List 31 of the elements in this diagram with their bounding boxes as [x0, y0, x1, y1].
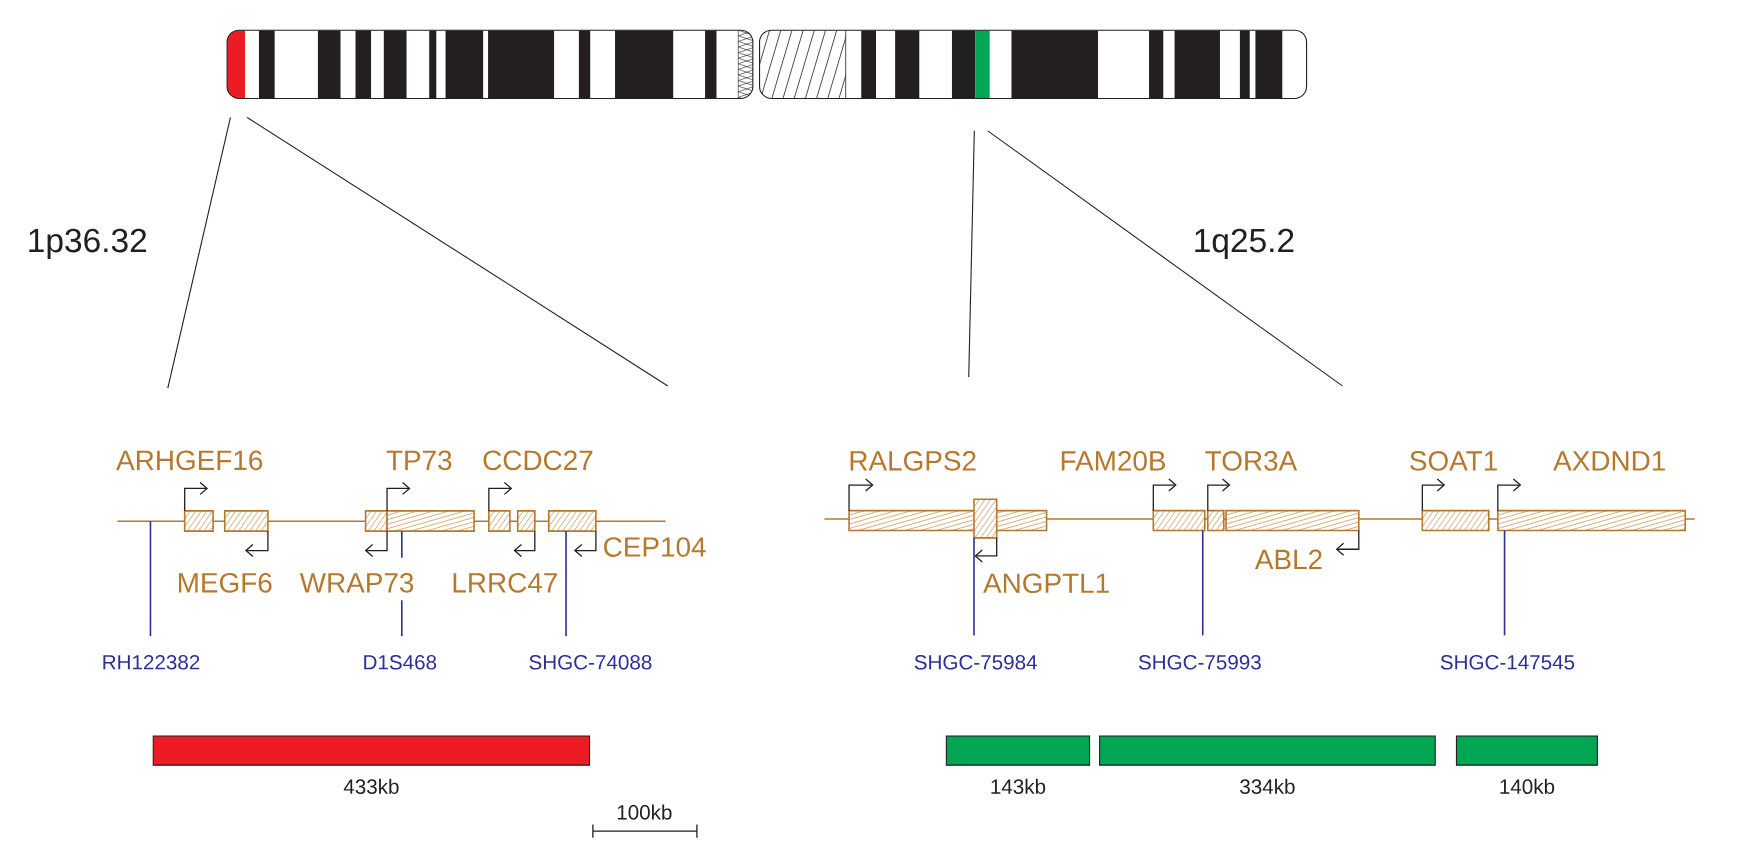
size-label: 140kb	[1500, 778, 1555, 794]
scale-label: 100kb	[617, 804, 672, 820]
gene-label: MEGF6	[178, 572, 272, 593]
gene-label: ARHGEF16	[116, 450, 263, 470]
size-label: 433kb	[343, 778, 399, 794]
gene-label: ANGPTL1	[983, 573, 1109, 593]
marker-label: SHGC-147545	[1440, 654, 1575, 670]
gene-label: SOAT1	[1410, 450, 1497, 471]
gene-label: WRAP73	[299, 572, 414, 593]
gene-label: LRRC47	[453, 572, 557, 593]
marker-label: D1S468	[364, 654, 437, 670]
size-bar	[945, 735, 1091, 766]
region-label: 1p36.32	[29, 228, 147, 259]
gene-label: TP73	[386, 450, 452, 470]
region-label: 1q25.2	[1195, 228, 1294, 259]
size-label: 334kb	[1240, 778, 1295, 794]
gene-label: CEP104	[604, 536, 706, 557]
size-bar	[1099, 735, 1436, 766]
marker-label: SHGC-74088	[529, 654, 652, 670]
gene-label: TOR3A	[1205, 450, 1298, 471]
gene-label: FAM20B	[1061, 450, 1166, 471]
size-label: 143kb	[991, 778, 1046, 794]
marker-label: RH122382	[103, 654, 200, 670]
size-bar	[152, 735, 591, 766]
gene-label: CCDC27	[483, 450, 593, 470]
gene-label: ABL2	[1254, 549, 1322, 569]
gene-label: AXDND1	[1553, 451, 1665, 471]
marker-label: SHGC-75984	[914, 654, 1037, 670]
marker-label: SHGC-75993	[1138, 654, 1261, 670]
size-bar	[1455, 735, 1598, 766]
gene-label: RALGPS2	[850, 450, 976, 471]
